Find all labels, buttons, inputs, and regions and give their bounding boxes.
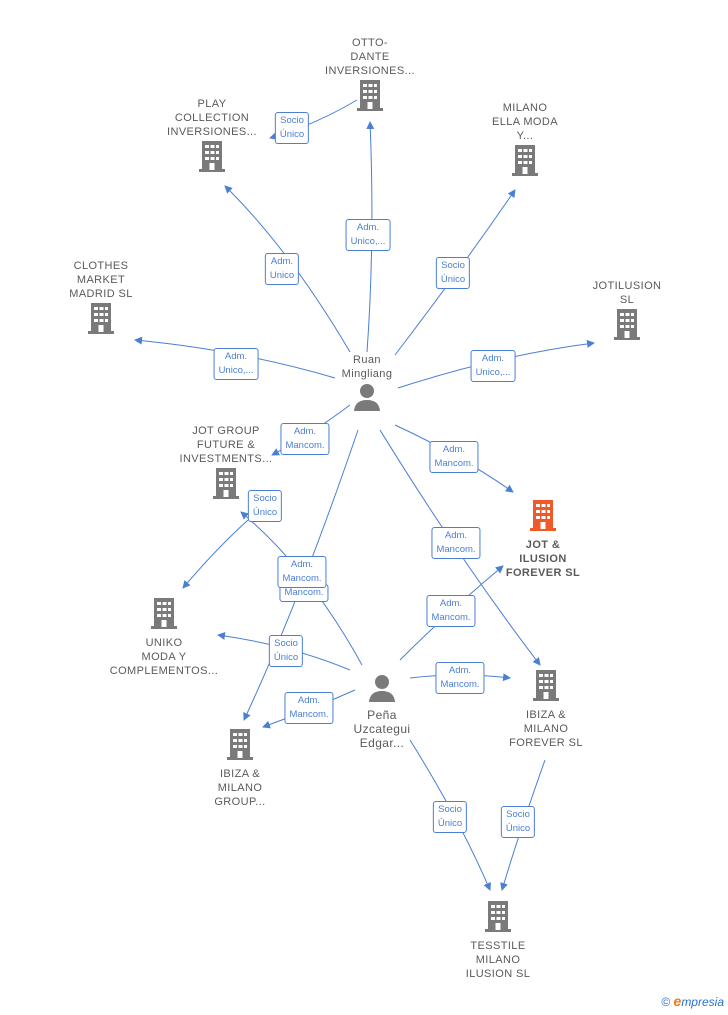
relation-label[interactable]: Adm. Mancom.	[435, 662, 485, 694]
relation-label[interactable]: Adm. Mancom.	[277, 556, 327, 588]
node-label: JOT & ILUSION FOREVER SL	[505, 539, 581, 579]
relation-label[interactable]: Adm. Unico,...	[470, 350, 516, 382]
node-milano-ella[interactable]: MILANO ELLA MODA Y...	[460, 101, 590, 177]
building-icon	[227, 729, 253, 760]
node-ruan-mingliang[interactable]: Ruan Mingliang	[302, 353, 432, 413]
node-jotilusion[interactable]: JOTILUSION SL	[562, 279, 692, 341]
building-icon	[485, 901, 511, 932]
brand-name: mpresia	[681, 995, 724, 1009]
relation-label[interactable]: Adm. Mancom.	[426, 595, 476, 627]
building-icon	[199, 141, 225, 172]
node-label: PLAY COLLECTION INVERSIONES...	[167, 98, 257, 138]
node-jot-ilusion-forever[interactable]: JOT & ILUSION FOREVER SL	[478, 498, 608, 580]
building-icon	[213, 468, 239, 499]
relation-label[interactable]: Adm. Mancom.	[284, 692, 334, 724]
node-jot-group[interactable]: JOT GROUP FUTURE & INVESTMENTS...	[161, 424, 291, 500]
relation-label[interactable]: Socio Único	[435, 257, 471, 289]
node-label: JOT GROUP FUTURE & INVESTMENTS...	[179, 425, 273, 465]
relation-label[interactable]: Socio Único	[432, 801, 468, 833]
building-icon	[357, 80, 383, 111]
building-icon	[512, 145, 538, 176]
node-label: IBIZA & MILANO GROUP...	[214, 768, 266, 808]
building-icon	[533, 670, 559, 701]
node-label: UNIKO MODA Y COMPLEMENTOS...	[109, 637, 219, 677]
building-icon	[151, 598, 177, 629]
node-label: Ruan Mingliang	[341, 354, 393, 380]
relation-label[interactable]: Socio Único	[274, 112, 310, 144]
copyright-icon: ©	[661, 995, 671, 1009]
node-label: Peña Uzcategui Edgar...	[353, 708, 411, 750]
relation-label[interactable]: Adm. Unico,...	[213, 348, 259, 380]
node-label: MILANO ELLA MODA Y...	[492, 102, 558, 142]
node-pena-uzcategui[interactable]: Peña Uzcategui Edgar...	[317, 672, 447, 750]
relation-label[interactable]: Socio Único	[268, 635, 304, 667]
relation-label[interactable]: Adm. Mancom.	[280, 423, 330, 455]
relation-label[interactable]: Adm. Unico,...	[345, 219, 391, 251]
node-play-collection[interactable]: PLAY COLLECTION INVERSIONES...	[147, 97, 277, 173]
building-icon	[88, 303, 114, 334]
node-otto-dante[interactable]: OTTO- DANTE INVERSIONES...	[305, 36, 435, 112]
building-icon	[614, 309, 640, 340]
node-label: IBIZA & MILANO FOREVER SL	[509, 709, 583, 749]
node-ibiza-group[interactable]: IBIZA & MILANO GROUP...	[175, 727, 305, 809]
relation-label[interactable]: Adm. Unico	[264, 253, 300, 285]
node-label: JOTILUSION SL	[592, 280, 662, 306]
relation-label[interactable]: Socio Único	[500, 806, 536, 838]
node-ibiza-forever[interactable]: IBIZA & MILANO FOREVER SL	[481, 668, 611, 750]
node-uniko[interactable]: UNIKO MODA Y COMPLEMENTOS...	[99, 596, 229, 678]
building-icon-highlight	[530, 500, 556, 531]
node-tesstile[interactable]: TESSTILE MILANO ILUSION SL	[433, 899, 563, 981]
relation-label[interactable]: Adm. Mancom.	[429, 441, 479, 473]
brand-footer: © empresia	[661, 993, 724, 1009]
node-label: CLOTHES MARKET MADRID SL	[69, 260, 133, 300]
brand-logo-e: e	[673, 993, 682, 1009]
relation-label[interactable]: Adm. Mancom.	[431, 527, 481, 559]
person-icon	[369, 675, 395, 702]
person-icon	[354, 384, 380, 411]
node-clothes-market[interactable]: CLOTHES MARKET MADRID SL	[36, 259, 166, 335]
node-label: TESSTILE MILANO ILUSION SL	[465, 940, 531, 980]
relation-label[interactable]: Socio Único	[247, 490, 283, 522]
edge-jotgroup-uniko	[182, 519, 249, 589]
node-label: OTTO- DANTE INVERSIONES...	[325, 37, 415, 77]
